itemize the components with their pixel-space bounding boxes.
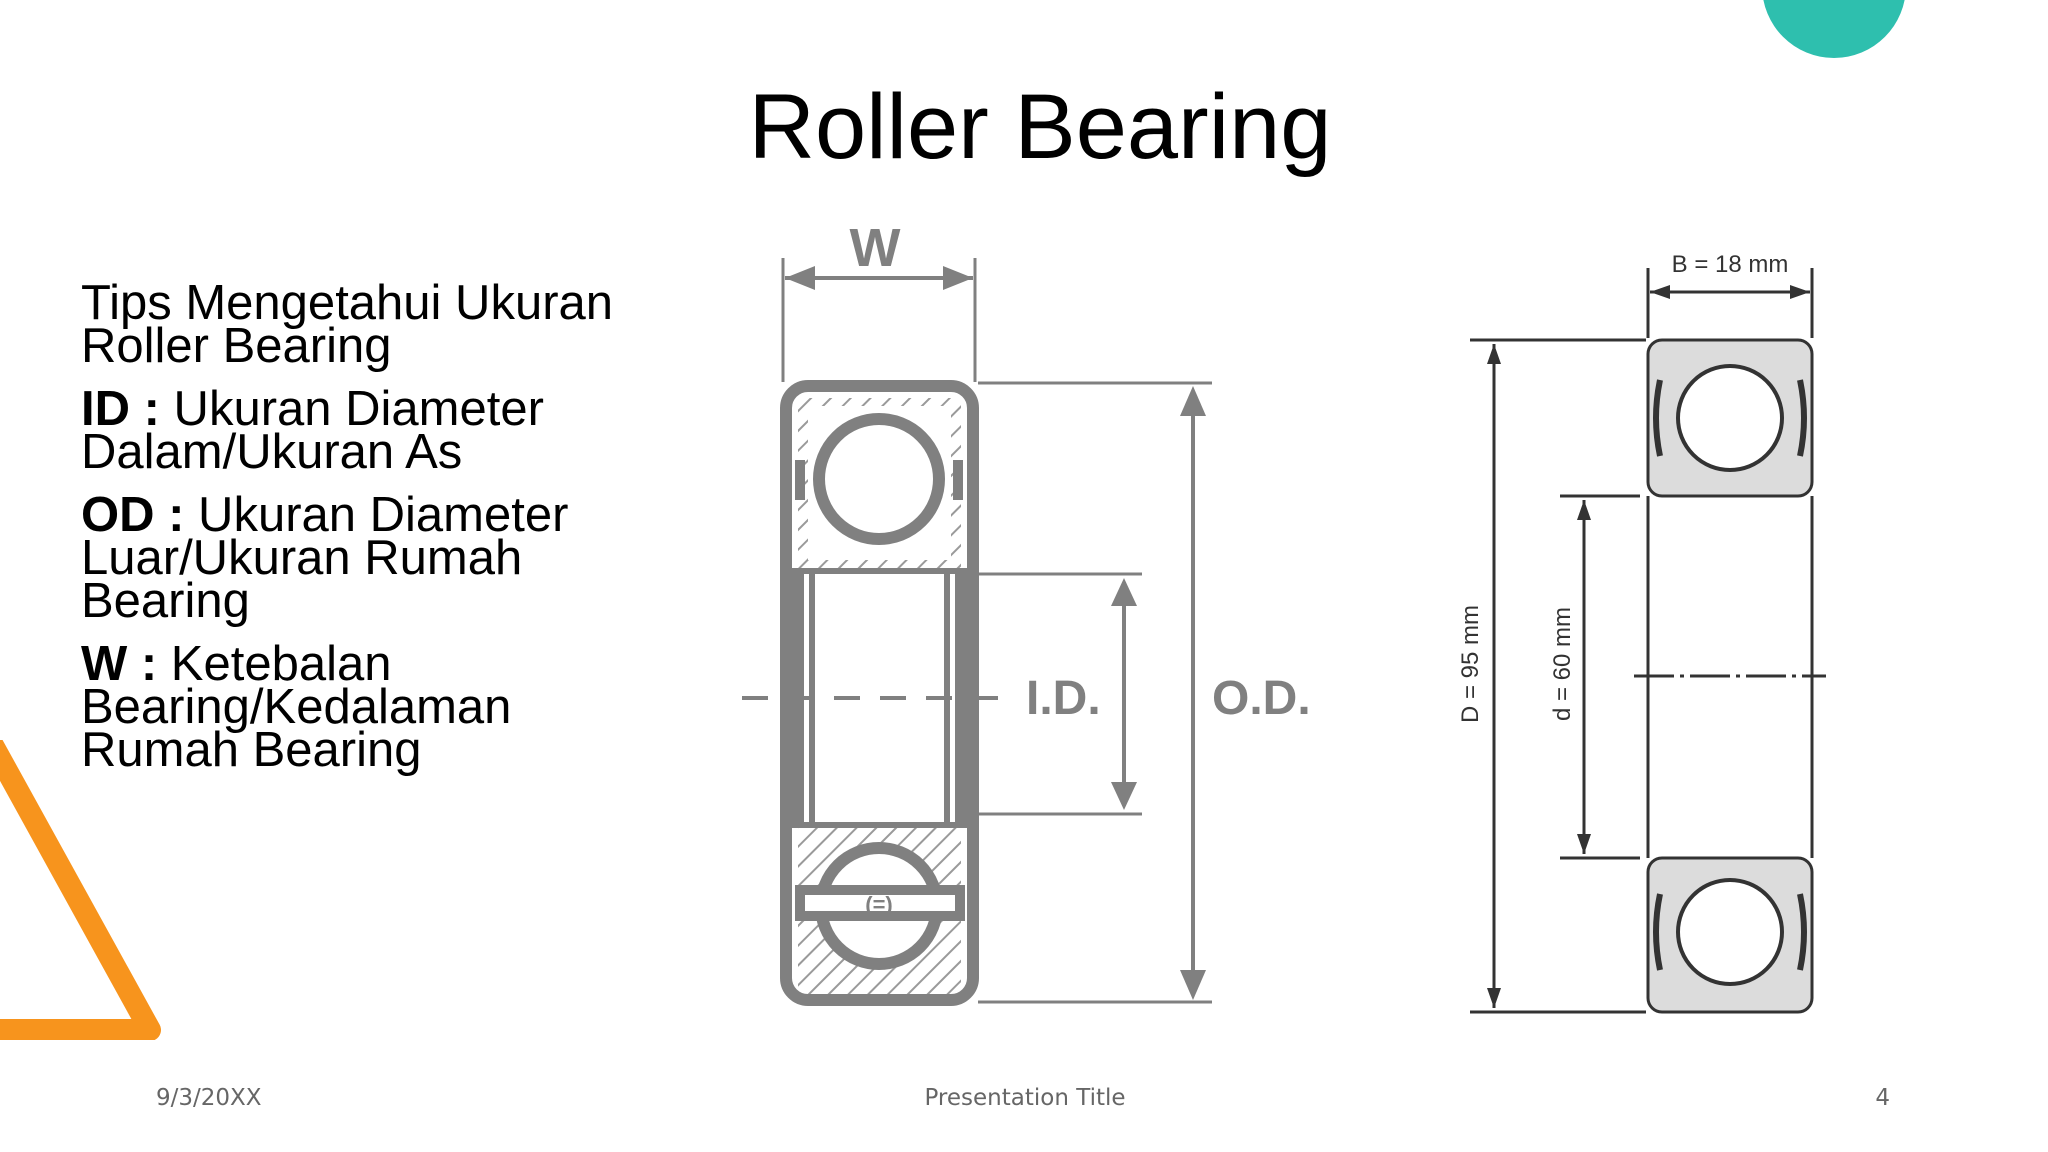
bearing-diagram-right: B = 18 mm D = 95 mm d = 60 mm xyxy=(1457,251,1826,1014)
b-label: B = 18 mm xyxy=(1672,251,1789,278)
id-label: I.D. xyxy=(1026,672,1101,725)
definition-od: OD : Ukuran Diameter Luar/Ukuran Rumah B… xyxy=(81,491,681,626)
term-id: ID : xyxy=(81,382,160,436)
w-label: W xyxy=(850,218,901,278)
footer-page-number: 4 xyxy=(1875,1085,1890,1111)
definition-od-text: Ukuran Diameter Luar/Ukuran Rumah Bearin… xyxy=(81,488,569,628)
d-inner-label: d = 60 mm xyxy=(1549,607,1576,721)
content-heading: Tips Mengetahui Ukuran Roller Bearing xyxy=(81,276,614,373)
slide-title: Roller Bearing xyxy=(748,76,1332,178)
svg-text:(=): (=) xyxy=(865,892,893,917)
decorative-triangle xyxy=(0,740,161,1040)
bearing-diagram-left: (=) W I.D. O.D. xyxy=(742,218,1311,1006)
d-outer-label: D = 95 mm xyxy=(1457,605,1484,723)
definition-w-text: Ketebalan Bearing/Kedalaman Rumah Bearin… xyxy=(81,637,512,777)
footer-date: 9/3/20XX xyxy=(156,1085,262,1111)
term-w: W : xyxy=(81,637,158,691)
od-label: O.D. xyxy=(1212,672,1311,725)
content-text: Tips Mengetahui Ukuran Roller Bearing ID… xyxy=(81,276,681,792)
term-od: OD : xyxy=(81,488,185,542)
definition-id: ID : Ukuran Diameter Dalam/Ukuran As xyxy=(81,385,681,477)
definition-w: W : Ketebalan Bearing/Kedalaman Rumah Be… xyxy=(81,640,681,775)
definition-id-text: Ukuran Diameter Dalam/Ukuran As xyxy=(81,382,544,479)
footer-presentation-title: Presentation Title xyxy=(924,1085,1126,1111)
